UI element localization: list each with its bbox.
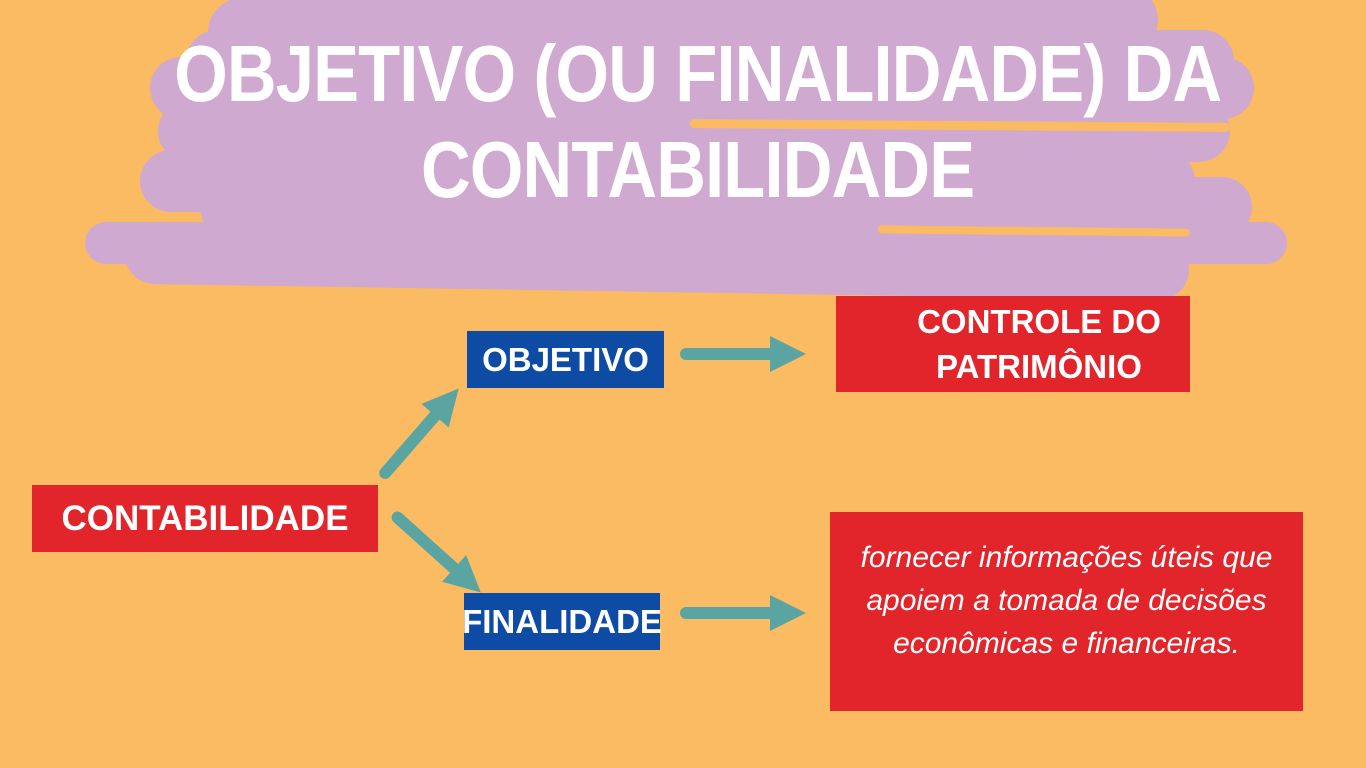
arrow-right-icon [678, 334, 808, 374]
node-finalidade: FINALIDADE [462, 593, 662, 650]
node-contabilidade: CONTABILIDADE [32, 485, 378, 552]
node-fornecer-informacoes: fornecer informações úteis que apoiem a … [830, 512, 1303, 711]
arrow-up-right-icon [365, 374, 475, 492]
result2-line: econômicas e financeiras. [893, 627, 1240, 660]
result1-line: PATRIMÔNIO [936, 348, 1142, 385]
node-finalidade-label: FINALIDADE [462, 602, 662, 640]
title-line-1: OBJETIVO (OU FINALIDADE) DA [174, 29, 1222, 118]
title-line-2: CONTABILIDADE [421, 125, 975, 214]
result2-line: fornecer informações úteis que [860, 541, 1273, 574]
node-controle-do-patrimonio: CONTROLE DO PATRIMÔNIO [836, 296, 1190, 392]
arrow-down-right-icon [378, 497, 495, 608]
result1-line: CONTROLE DO [917, 303, 1161, 340]
arrow-right-icon [678, 593, 808, 633]
result2-line: apoiem a tomada de decisões [866, 584, 1267, 617]
page-title: OBJETIVO (OU FINALIDADE) DA CONTABILIDAD… [0, 26, 1366, 218]
node-objetivo: OBJETIVO [467, 331, 664, 388]
node-objetivo-label: OBJETIVO [482, 340, 649, 378]
node-contabilidade-label: CONTABILIDADE [61, 498, 349, 538]
